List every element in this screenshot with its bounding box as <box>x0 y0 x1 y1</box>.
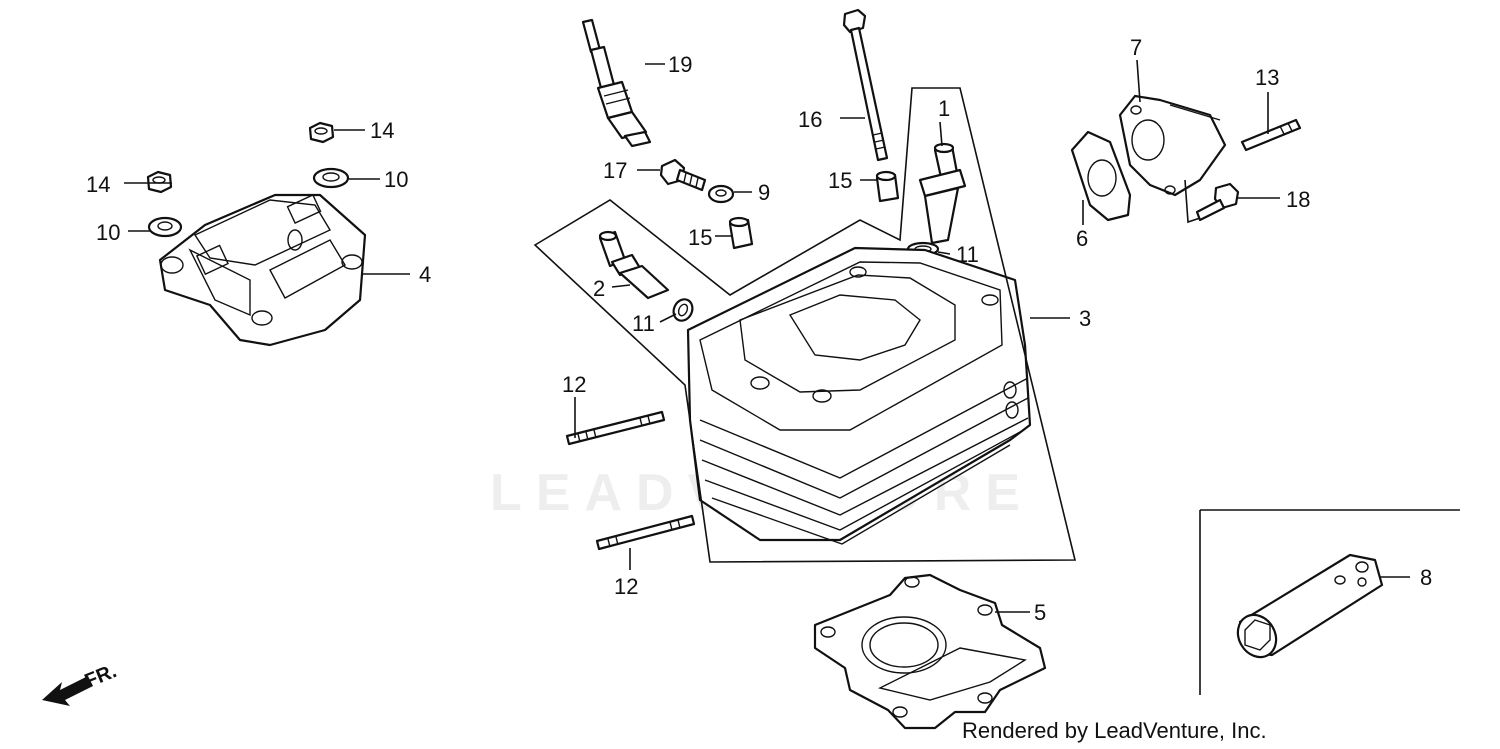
callout-14-lower: 14 <box>86 172 110 197</box>
valve-guide-2[interactable] <box>598 230 670 300</box>
callout-17: 17 <box>603 158 627 183</box>
o-ring-11-left[interactable] <box>670 296 696 324</box>
callout-18: 18 <box>1286 187 1310 212</box>
valve-guide-1[interactable] <box>918 142 967 245</box>
callout-16: 16 <box>798 107 822 132</box>
callout-5: 5 <box>1034 600 1046 625</box>
callout-4: 4 <box>419 262 431 287</box>
bolt-17[interactable] <box>659 158 707 192</box>
callout-12-lower: 12 <box>614 574 638 599</box>
washer-9[interactable] <box>707 184 735 204</box>
washer-10-right[interactable] <box>312 167 350 189</box>
cylinder-head[interactable] <box>686 246 1032 545</box>
callout-3: 3 <box>1079 306 1091 331</box>
intake-leader <box>1184 179 1201 224</box>
nut-14-upper[interactable] <box>308 121 335 144</box>
washer-10-left[interactable] <box>147 216 183 238</box>
dowel-pin-15-right[interactable] <box>875 170 900 203</box>
callout-numbers: 1 2 3 4 5 6 7 8 9 10 10 11 11 12 12 13 1… <box>86 35 1432 625</box>
callout-15-left: 15 <box>688 225 712 250</box>
spark-plug[interactable] <box>581 18 652 148</box>
spark-plug-wrench[interactable] <box>1230 553 1384 664</box>
callout-15-right: 15 <box>828 168 852 193</box>
insulator-gasket-6[interactable] <box>1070 130 1132 222</box>
callout-1: 1 <box>938 96 950 121</box>
head-gasket[interactable] <box>813 573 1047 730</box>
callout-13: 13 <box>1255 65 1279 90</box>
callout-19: 19 <box>668 52 692 77</box>
callout-11-left: 11 <box>632 311 655 336</box>
leader-lines <box>124 59 1410 613</box>
callout-7: 7 <box>1130 35 1142 60</box>
assembly-outline <box>533 87 1077 563</box>
bolt-18[interactable] <box>1195 182 1240 222</box>
stud-bolt-12-lower[interactable] <box>595 514 696 551</box>
stud-bolt-12-upper[interactable] <box>565 410 666 446</box>
callout-10-right: 10 <box>384 167 408 192</box>
bolt-16[interactable] <box>842 8 889 162</box>
callout-6: 6 <box>1076 226 1088 251</box>
callout-11-right: 11 <box>956 242 979 267</box>
callout-14-upper: 14 <box>370 118 394 143</box>
stud-13[interactable] <box>1240 118 1302 152</box>
callout-8: 8 <box>1420 565 1432 590</box>
nut-14-lower[interactable] <box>146 170 173 194</box>
callout-10-left: 10 <box>96 220 120 245</box>
callout-12-upper: 12 <box>562 372 586 397</box>
callout-9: 9 <box>758 180 770 205</box>
front-label: FR. <box>82 660 120 692</box>
credit-text: Rendered by LeadVenture, Inc. <box>962 718 1267 743</box>
dowel-pin-15-left[interactable] <box>728 216 754 250</box>
callout-2: 2 <box>593 276 605 301</box>
rocker-arm-holder[interactable] <box>158 193 367 347</box>
intake-pipe-7[interactable] <box>1118 94 1227 197</box>
front-direction-arrow: FR. <box>42 660 120 706</box>
